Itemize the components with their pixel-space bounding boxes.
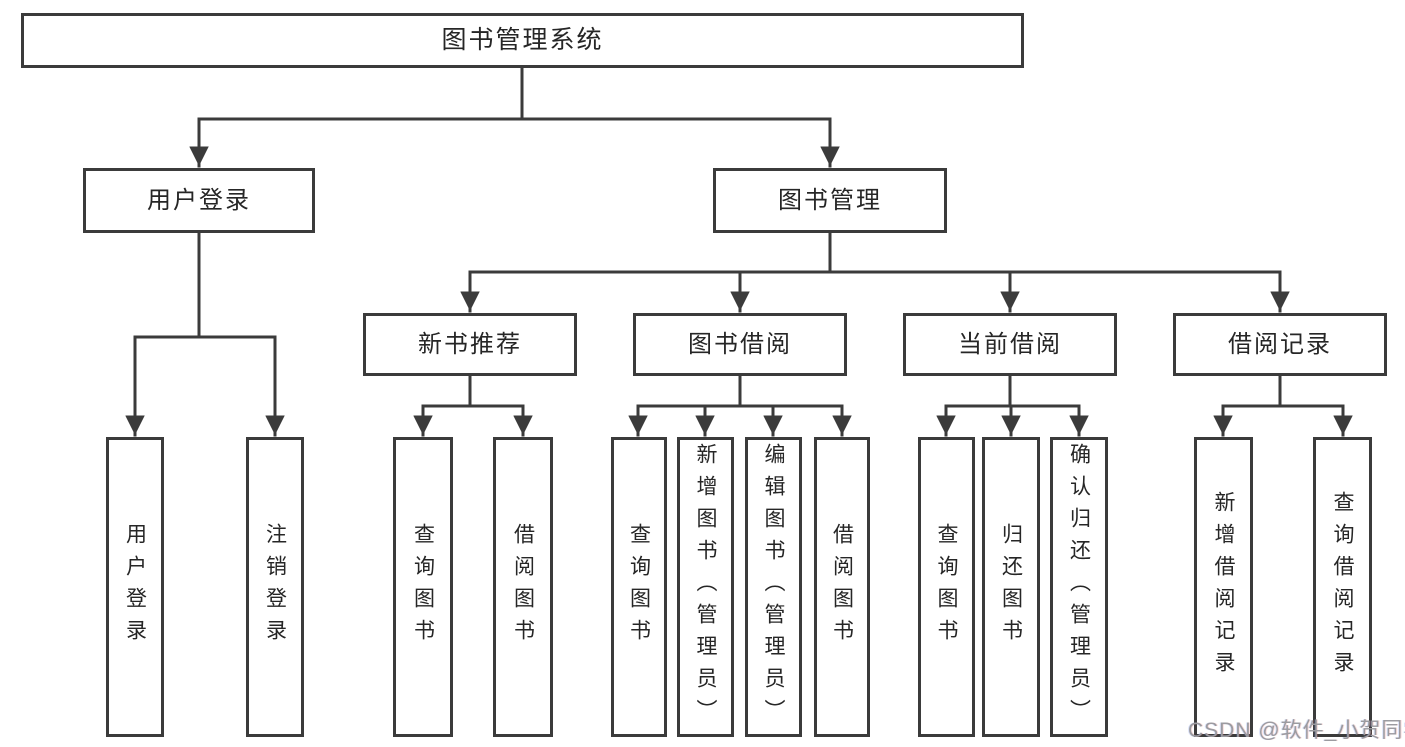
node-current-borrow: 当前借阅 [903,313,1117,376]
node-book-borrow: 图书借阅 [633,313,847,376]
node-new-book-recommend: 新书推荐 [363,313,577,376]
node-borrow-records-label: 借阅记录 [1228,330,1332,358]
leaf-search-borrow-record-label: 查询借阅记录 [1331,491,1354,683]
leaf-logout-label: 注销登录 [263,523,287,651]
leaf-add-borrow-record: 新增借阅记录 [1194,437,1253,737]
leaf-borrow-books-label: 借阅图书 [830,523,854,651]
node-book-management: 图书管理 [713,168,947,233]
leaf-add-book-admin-label: 新增图书（管理员） [694,443,717,731]
leaf-search-books-borrow: 查询图书 [611,437,667,737]
leaf-edit-book-admin: 编辑图书（管理员） [745,437,802,737]
leaf-search-books-borrow-label: 查询图书 [627,523,651,651]
node-user-login-label: 用户登录 [147,186,251,214]
leaf-return-books-label: 归还图书 [999,523,1023,651]
node-root: 图书管理系统 [21,13,1024,68]
node-book-borrow-label: 图书借阅 [688,330,792,358]
csdn-watermark: CSDN @软件_小贺同学 [1188,719,1405,742]
leaf-confirm-return-admin-label: 确认归还（管理员） [1067,443,1091,731]
node-root-label: 图书管理系统 [441,26,604,54]
leaf-edit-book-admin-label: 编辑图书（管理员） [762,443,785,731]
leaf-search-books-current-label: 查询图书 [935,523,958,651]
leaf-search-books-current: 查询图书 [918,437,975,737]
leaf-user-login-label: 用户登录 [123,523,147,651]
node-book-management-label: 图书管理 [778,186,882,214]
node-borrow-records: 借阅记录 [1173,313,1387,376]
node-current-borrow-label: 当前借阅 [958,330,1062,358]
leaf-confirm-return-admin: 确认归还（管理员） [1050,437,1108,737]
leaf-borrow-books-recommend: 借阅图书 [493,437,553,737]
leaf-add-book-admin: 新增图书（管理员） [677,437,734,737]
leaf-borrow-books: 借阅图书 [814,437,870,737]
leaf-borrow-books-recommend-label: 借阅图书 [511,523,535,651]
node-new-book-recommend-label: 新书推荐 [418,330,522,358]
leaf-search-books-recommend: 查询图书 [393,437,453,737]
leaf-user-login: 用户登录 [106,437,164,737]
leaf-add-borrow-record-label: 新增借阅记录 [1212,491,1235,683]
leaf-return-books: 归还图书 [982,437,1040,737]
leaf-search-books-recommend-label: 查询图书 [411,523,435,651]
leaf-logout: 注销登录 [246,437,304,737]
leaf-search-borrow-record: 查询借阅记录 [1313,437,1372,737]
node-user-login: 用户登录 [83,168,315,233]
